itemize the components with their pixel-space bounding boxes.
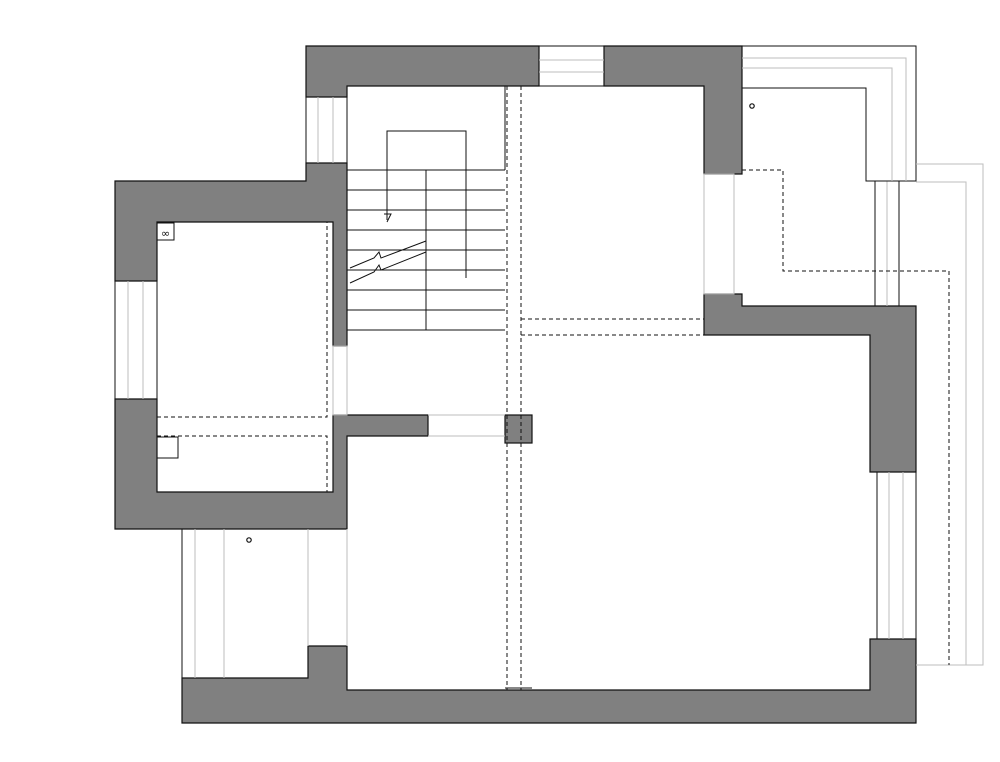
wall-bottom (181, 638, 917, 724)
structural-column (504, 414, 533, 444)
stair-break-line (349, 251, 427, 284)
opening-left (332, 345, 348, 416)
fixtures: ∞ (156, 222, 252, 543)
outlet-dot-icon (246, 537, 252, 543)
window-top (538, 45, 605, 87)
wall-right (703, 293, 917, 473)
balcony-bottom-left (181, 528, 309, 679)
sink-box-icon (156, 436, 179, 459)
stair-direction-arrow (386, 130, 467, 278)
terrace (742, 45, 984, 666)
dashed-guides (157, 86, 950, 690)
room-outlines (346, 86, 532, 689)
hvac-symbol: ∞ (161, 227, 170, 240)
hvac-unit-icon (156, 222, 175, 241)
window-upper-left (305, 96, 348, 164)
wall-left-lower (114, 398, 429, 530)
window-right (876, 471, 917, 640)
wall-top-left (305, 45, 540, 98)
windows (114, 45, 917, 679)
window-left (114, 280, 158, 400)
terrace-outer (742, 45, 917, 182)
wall-left-upper (114, 162, 348, 347)
staircase (346, 130, 505, 331)
walls (114, 45, 917, 724)
opening-right-upper (703, 173, 735, 295)
wall-top-right (603, 45, 743, 175)
outlet-dot-icon (749, 103, 755, 109)
